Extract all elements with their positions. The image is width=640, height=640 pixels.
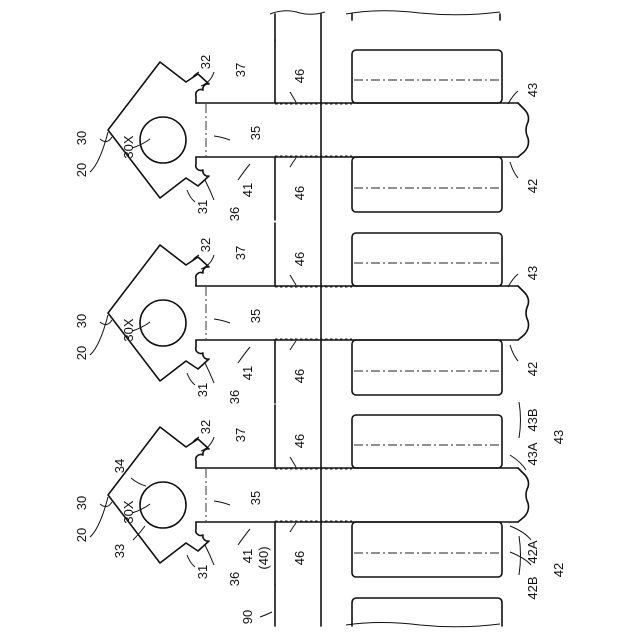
label-42: 42 (525, 179, 540, 193)
label-43b: 43B (525, 408, 540, 431)
label-36: 36 (227, 390, 242, 404)
label-35: 35 (248, 126, 263, 140)
unit-bottom (108, 405, 529, 585)
label-30x: 30X (121, 318, 136, 341)
label-43: 43 (525, 266, 540, 280)
unit-top (108, 40, 529, 220)
label-30x: 30X (121, 135, 136, 158)
label-37: 37 (233, 63, 248, 77)
label-41: 41 (240, 549, 255, 563)
label-46: 46 (292, 252, 307, 266)
label-41: 41 (240, 366, 255, 380)
label-30x: 30X (121, 500, 136, 523)
label-35: 35 (248, 491, 263, 505)
label-30: 30 (74, 131, 89, 145)
label-35: 35 (248, 309, 263, 323)
label-31: 31 (195, 383, 210, 397)
unit-middle (108, 223, 529, 403)
label-34: 34 (112, 459, 127, 473)
label-43: 43 (551, 430, 566, 444)
label-41: 41 (240, 183, 255, 197)
bottom-plate (352, 598, 502, 626)
label-43: 43 (525, 83, 540, 97)
label-30: 30 (74, 314, 89, 328)
label-37: 37 (233, 246, 248, 260)
label-40: (40) (256, 546, 271, 569)
label-46: 46 (292, 369, 307, 383)
label-42a: 42A (525, 540, 540, 563)
label-46: 46 (292, 69, 307, 83)
label-32: 32 (198, 55, 213, 69)
label-20: 20 (74, 163, 89, 177)
label-33: 33 (112, 544, 127, 558)
label-42b: 42B (525, 576, 540, 599)
label-30: 30 (74, 496, 89, 510)
label-20: 20 (74, 528, 89, 542)
label-46: 46 (292, 434, 307, 448)
label-32: 32 (198, 238, 213, 252)
label-37: 37 (233, 428, 248, 442)
label-36: 36 (227, 207, 242, 221)
label-36: 36 (227, 572, 242, 586)
label-31: 31 (195, 565, 210, 579)
label-46: 46 (292, 186, 307, 200)
label-90: 90 (240, 610, 255, 624)
label-42: 42 (551, 563, 566, 577)
label-31: 31 (195, 200, 210, 214)
label-42: 42 (525, 362, 540, 376)
label-20: 20 (74, 346, 89, 360)
label-46: 46 (292, 551, 307, 565)
label-32: 32 (198, 420, 213, 434)
label-43a: 43A (525, 442, 540, 465)
